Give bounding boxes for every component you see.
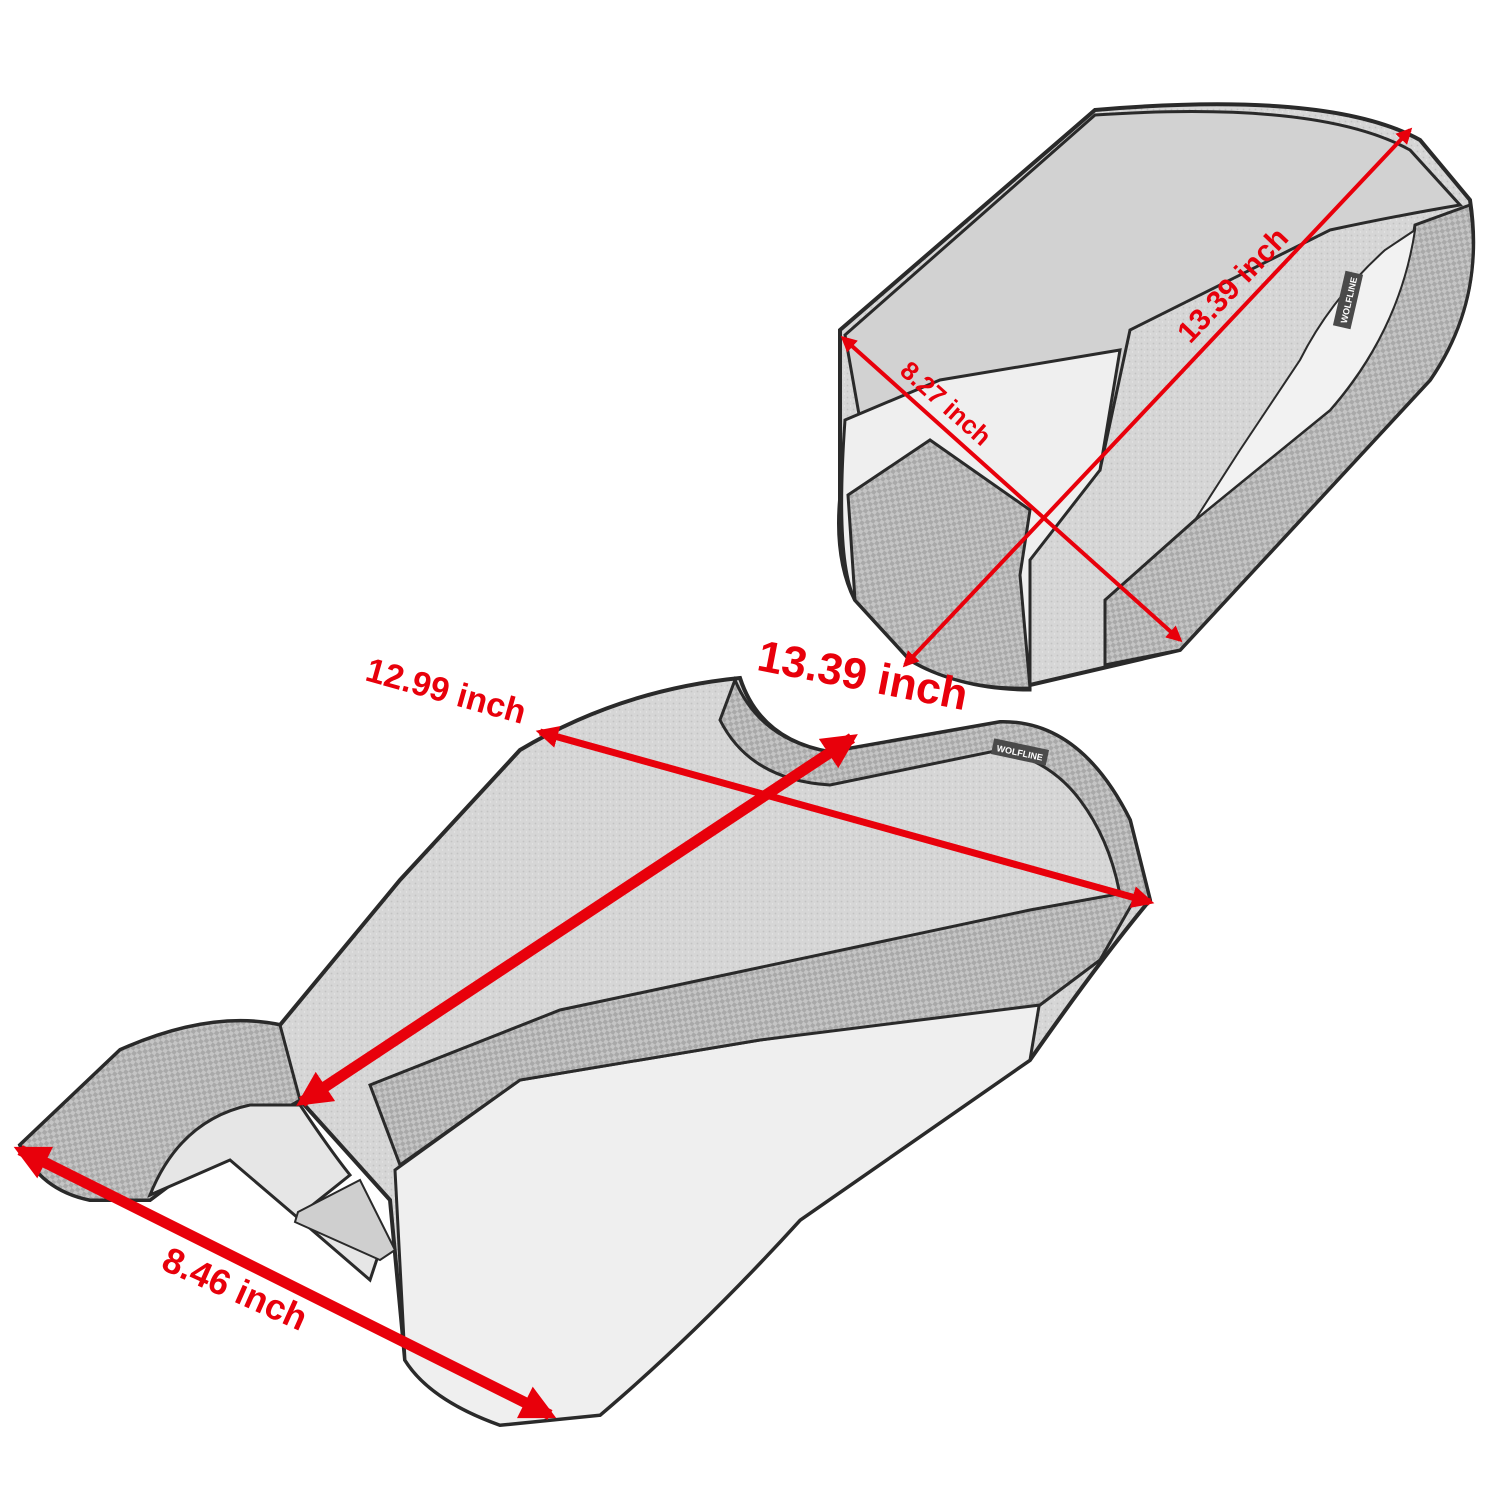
rear-width-line bbox=[840, 335, 1183, 643]
front-seat: WOLFLINE bbox=[17, 675, 1153, 1428]
front-width-bottom-line bbox=[13, 1145, 557, 1420]
front-length-line bbox=[296, 733, 858, 1107]
front-width-top-label: 12.99 inch bbox=[362, 651, 531, 732]
